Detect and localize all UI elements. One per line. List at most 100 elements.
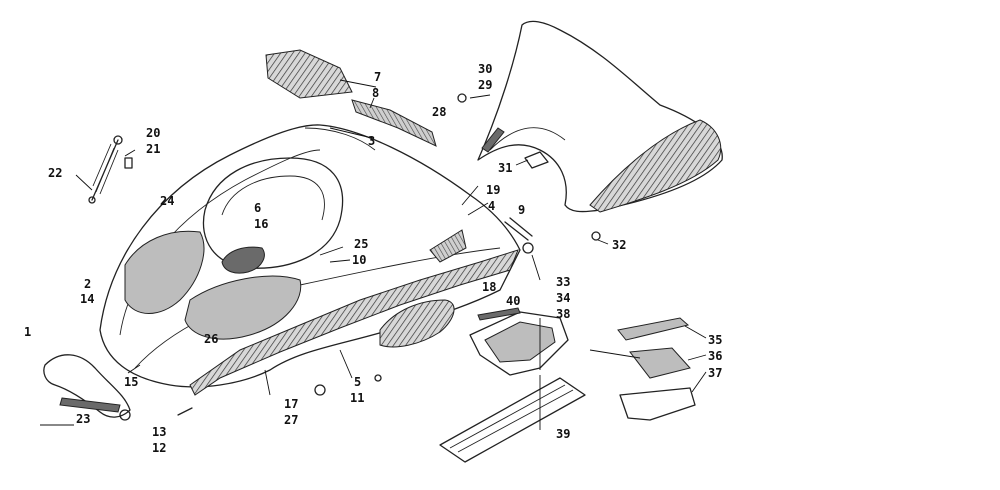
storage-tray xyxy=(469,307,569,376)
callout-35: 35 xyxy=(708,333,722,347)
headlight-opening xyxy=(202,157,344,269)
leader-22 xyxy=(75,174,93,191)
hood-outline xyxy=(99,124,521,388)
callout-17: 17 xyxy=(284,397,298,411)
hood xyxy=(99,124,521,396)
callout-8: 8 xyxy=(372,86,379,100)
belly-pan-ribs xyxy=(449,384,574,453)
leader-17 xyxy=(264,369,271,396)
windshield-base-edge xyxy=(489,127,566,151)
leader-7 xyxy=(339,79,377,88)
callout-24: 24 xyxy=(160,194,174,208)
leader-10 xyxy=(329,259,351,263)
vent-screen-8 xyxy=(351,99,437,147)
callout-23: 23 xyxy=(76,412,90,426)
callout-2: 2 xyxy=(84,277,91,291)
hinge-9 xyxy=(504,217,533,241)
callout-7: 7 xyxy=(374,70,381,84)
callout-22: 22 xyxy=(48,166,62,180)
callout-5: 5 xyxy=(354,375,361,389)
bumper-body xyxy=(43,354,131,418)
leader-4 xyxy=(467,202,489,216)
vent-screens xyxy=(265,49,437,147)
leader-5 xyxy=(339,349,353,379)
leader-33 xyxy=(531,254,541,281)
callout-38: 38 xyxy=(556,307,570,321)
leader-28 xyxy=(469,94,491,99)
side-panel-decal xyxy=(379,299,455,348)
leader-20 xyxy=(124,149,136,157)
windshield-bracket xyxy=(481,127,505,153)
callout-19: 19 xyxy=(486,183,500,197)
callout-1: 1 xyxy=(24,325,31,339)
tray-body xyxy=(469,311,569,376)
leader-37 xyxy=(691,371,707,393)
leader-25 xyxy=(319,246,344,256)
strut-bolt xyxy=(124,157,133,169)
leader-8 xyxy=(369,97,375,109)
callout-36: 36 xyxy=(708,349,722,363)
leader-36b xyxy=(589,349,641,359)
washer-32 xyxy=(591,231,601,241)
panel-36 xyxy=(629,347,691,379)
callout-34: 34 xyxy=(556,291,570,305)
hood-strut xyxy=(88,135,133,204)
callout-32: 32 xyxy=(612,238,626,252)
callout-4: 4 xyxy=(488,199,495,213)
panel-37 xyxy=(619,387,696,421)
leader-36 xyxy=(687,354,707,361)
bracket-31 xyxy=(524,151,549,169)
callout-11: 11 xyxy=(350,391,364,405)
bumper-fastener xyxy=(119,409,131,421)
side-vent-right xyxy=(184,275,302,340)
tray-inner xyxy=(484,321,556,363)
callout-6: 6 xyxy=(254,201,261,215)
leader-32 xyxy=(597,239,609,245)
windshield-decal xyxy=(589,119,722,213)
callout-29: 29 xyxy=(478,78,492,92)
strut-bottom-mount xyxy=(88,196,96,204)
leader-35 xyxy=(684,325,707,339)
headlight-rim xyxy=(221,175,325,221)
hardware xyxy=(177,93,601,416)
callout-20: 20 xyxy=(146,126,160,140)
callout-33: 33 xyxy=(556,275,570,289)
callout-25: 25 xyxy=(354,237,368,251)
screw-13 xyxy=(177,407,193,416)
callout-39: 39 xyxy=(556,427,570,441)
logo-decal xyxy=(429,229,467,263)
belly-pan-outline xyxy=(439,377,586,463)
screw-11 xyxy=(374,374,382,382)
callout-40: 40 xyxy=(506,294,520,308)
callout-18: 18 xyxy=(482,280,496,294)
leader-lines xyxy=(40,79,707,430)
bumper-strip xyxy=(59,397,121,413)
callout-13: 13 xyxy=(152,425,166,439)
side-panels xyxy=(617,317,696,421)
windshield-outline xyxy=(477,20,723,213)
callout-27: 27 xyxy=(284,413,298,427)
callout-16: 16 xyxy=(254,217,268,231)
belly-pan xyxy=(439,377,586,463)
callout-10: 10 xyxy=(352,253,366,267)
callout-37: 37 xyxy=(708,366,722,380)
strut-spring xyxy=(92,143,119,195)
side-vent-left xyxy=(124,230,205,314)
leader-31 xyxy=(515,159,529,166)
callout-14: 14 xyxy=(80,292,94,306)
trim-35 xyxy=(617,317,690,341)
screw-28 xyxy=(457,93,467,103)
leader-15 xyxy=(127,364,141,374)
side-decal-stripe xyxy=(189,249,519,396)
grommet-33 xyxy=(522,242,534,254)
leader-19 xyxy=(461,185,479,206)
leader-3 xyxy=(329,127,373,139)
rivet-27 xyxy=(314,384,326,396)
callout-15: 15 xyxy=(124,375,138,389)
callout-12: 12 xyxy=(152,441,166,455)
vent-screen-7 xyxy=(265,49,353,99)
callout-3: 3 xyxy=(368,134,375,148)
decal-strip-18 xyxy=(477,307,521,321)
